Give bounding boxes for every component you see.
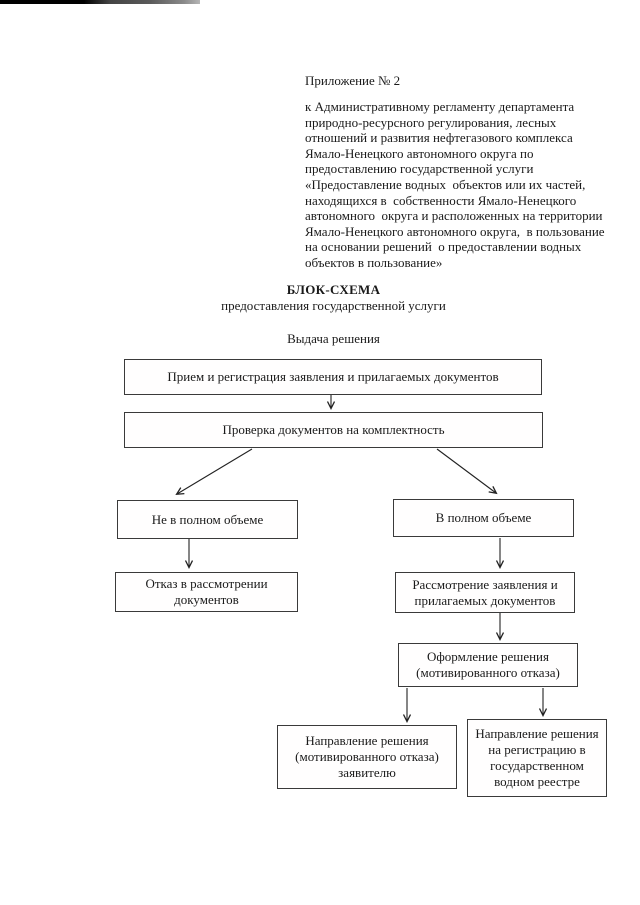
section-label-issue-decision: Выдача решения [287, 331, 380, 346]
node-send-to-applicant: Направление решения (мотивированного отк… [277, 725, 457, 789]
node-receive-registration: Прием и регистрация заявления и прилагае… [124, 359, 542, 395]
node-refusal-to-review: Отказ в рассмотрении документов [115, 572, 298, 612]
scheme-subtitle: предоставления государственной услуги [221, 298, 446, 313]
appendix-number: Приложение № 2 [305, 73, 401, 88]
arrow-check-to-complete [436, 448, 496, 493]
node-issue-decision: Оформление решения (мотивированного отка… [398, 643, 578, 687]
scan-artifact-bar [0, 0, 200, 4]
node-check-completeness: Проверка документов на комплектность [124, 412, 543, 448]
node-send-to-registry: Направление решения на регистрацию в гос… [467, 719, 607, 797]
node-complete: В полном объеме [393, 499, 574, 537]
node-review-application: Рассмотрение заявления и прилагаемых док… [395, 572, 575, 613]
arrow-check-to-notcomplete [177, 448, 253, 494]
scheme-title: БЛОК-СХЕМА [286, 282, 381, 297]
node-not-complete: Не в полном объеме [117, 500, 298, 539]
regulation-reference-paragraph: к Административному регламенту департаме… [305, 99, 605, 270]
